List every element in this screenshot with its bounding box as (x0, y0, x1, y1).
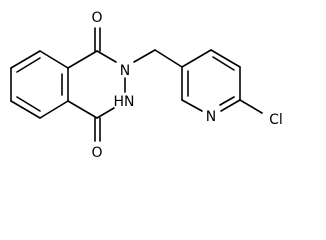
methylene-linker (133, 49, 183, 68)
atom-label-oxygen-top: O (91, 10, 102, 26)
double-bond-inner (212, 56, 235, 71)
bond (96, 50, 117, 63)
diazine-ring (67, 27, 126, 142)
bond (210, 49, 241, 68)
bond (10, 50, 41, 69)
bond (67, 100, 98, 119)
bond (133, 49, 156, 63)
atom-label-nh: HN (114, 94, 135, 110)
bond (96, 107, 115, 119)
bond (39, 50, 69, 69)
atom-label-oxygen-bottom: O (91, 145, 102, 161)
bond (39, 100, 69, 119)
bond (67, 50, 98, 69)
bond (154, 49, 183, 68)
chemical-structure-diagram: O N HN O N Cl (10, 10, 283, 161)
bond (10, 100, 41, 119)
bond (220, 99, 241, 112)
bond (239, 99, 263, 114)
atom-label-chlorine: Cl (269, 112, 283, 128)
double-bond-inner (16, 96, 41, 112)
double-bond-inner (219, 96, 235, 106)
double-bond-inner (16, 57, 41, 73)
benzene-ring (10, 50, 69, 119)
atom-label-pyridine-nitrogen: N (206, 109, 216, 125)
bond (181, 49, 212, 68)
bond (181, 99, 203, 112)
pyridine-ring (181, 49, 263, 114)
atom-label-nitrogen: N (120, 63, 130, 79)
